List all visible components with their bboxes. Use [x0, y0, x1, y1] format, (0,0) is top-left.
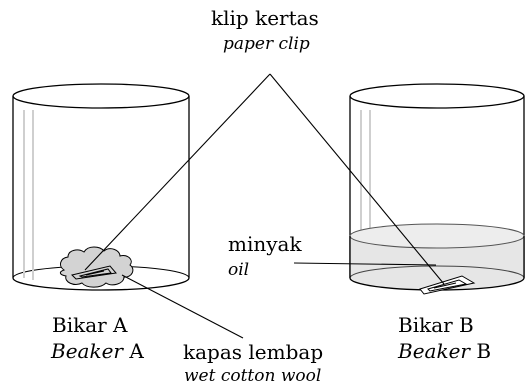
beaker-b-label-en: Beaker B: [398, 340, 491, 362]
beaker-b-en-word: Beaker: [398, 339, 470, 363]
beaker-a-label: Bikar A: [52, 313, 128, 337]
oil-label: minyak: [228, 232, 302, 256]
cotton-wool-icon: [59, 246, 134, 288]
paper-clip-label-en: paper clip: [223, 34, 310, 54]
cotton-label: kapas lembap: [183, 340, 324, 364]
beaker-b-en-letter: B: [476, 339, 492, 363]
paper-clip-a-icon: [71, 265, 117, 280]
beaker-a-highlight: [23, 110, 34, 280]
oil-label-en: oil: [228, 260, 250, 280]
beaker-a-en-letter: A: [129, 339, 144, 363]
paper-clip-label: klip kertas: [211, 6, 319, 30]
oil-layer-icon: [349, 223, 525, 291]
paper-clip-b-icon: [419, 275, 476, 295]
cotton-label-en: wet cotton wool: [184, 366, 322, 386]
beaker-b-highlight: [360, 110, 371, 236]
leader-lines: [84, 73, 445, 339]
beaker-a-en-word: Beaker: [51, 339, 123, 363]
beaker-a-label-en: Beaker A: [51, 340, 144, 362]
beaker-a-icon: [12, 83, 190, 291]
beaker-b-label: Bikar B: [398, 313, 474, 337]
